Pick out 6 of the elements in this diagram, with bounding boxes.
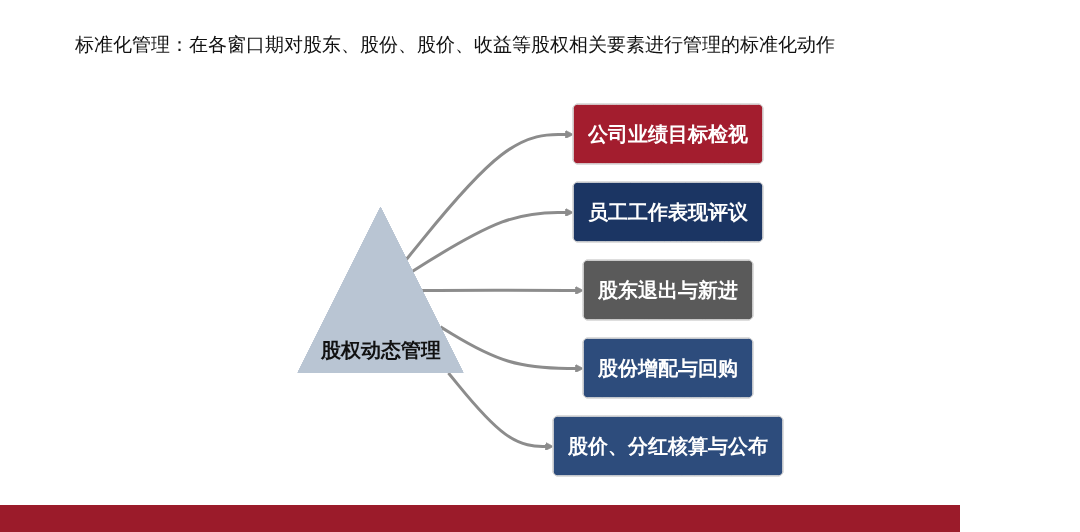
arrow [421,286,584,295]
arrow [404,130,574,261]
arrow [439,325,584,373]
arrow [411,208,574,273]
arrow [446,372,554,451]
heading: 标准化管理：在各窗口期对股东、股份、股价、收益等股权相关要素进行管理的标准化动作 [75,32,835,57]
